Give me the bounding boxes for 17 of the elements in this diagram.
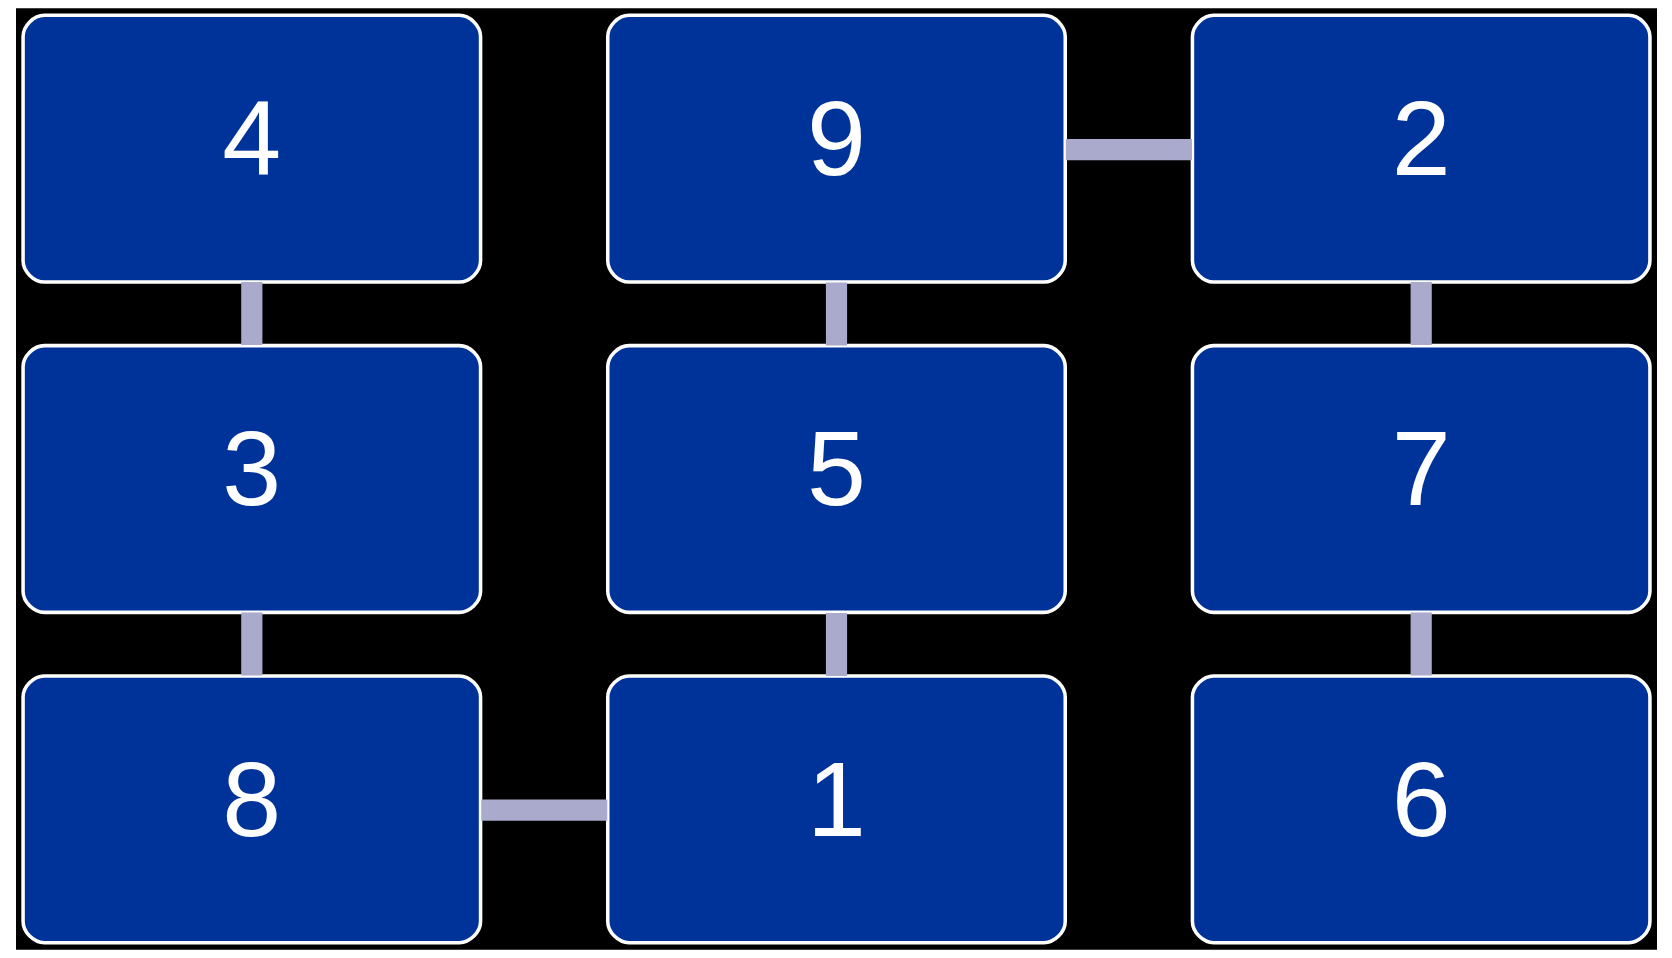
node-box: 7	[1190, 343, 1652, 615]
node-box: 5	[605, 343, 1067, 615]
node-box: 4	[20, 13, 482, 284]
node-box: 3	[20, 343, 482, 615]
node-box: 1	[605, 674, 1067, 945]
node-box: 6	[1190, 674, 1652, 945]
connector	[240, 612, 262, 676]
node-box: 2	[1190, 13, 1652, 284]
connector	[1065, 138, 1192, 161]
connector	[1410, 282, 1432, 346]
node-box: 9	[605, 13, 1067, 284]
connector	[240, 282, 262, 346]
connector	[1410, 612, 1432, 676]
node-box: 8	[20, 674, 482, 945]
connector	[825, 282, 847, 346]
connector	[480, 799, 607, 821]
connector	[825, 612, 847, 676]
